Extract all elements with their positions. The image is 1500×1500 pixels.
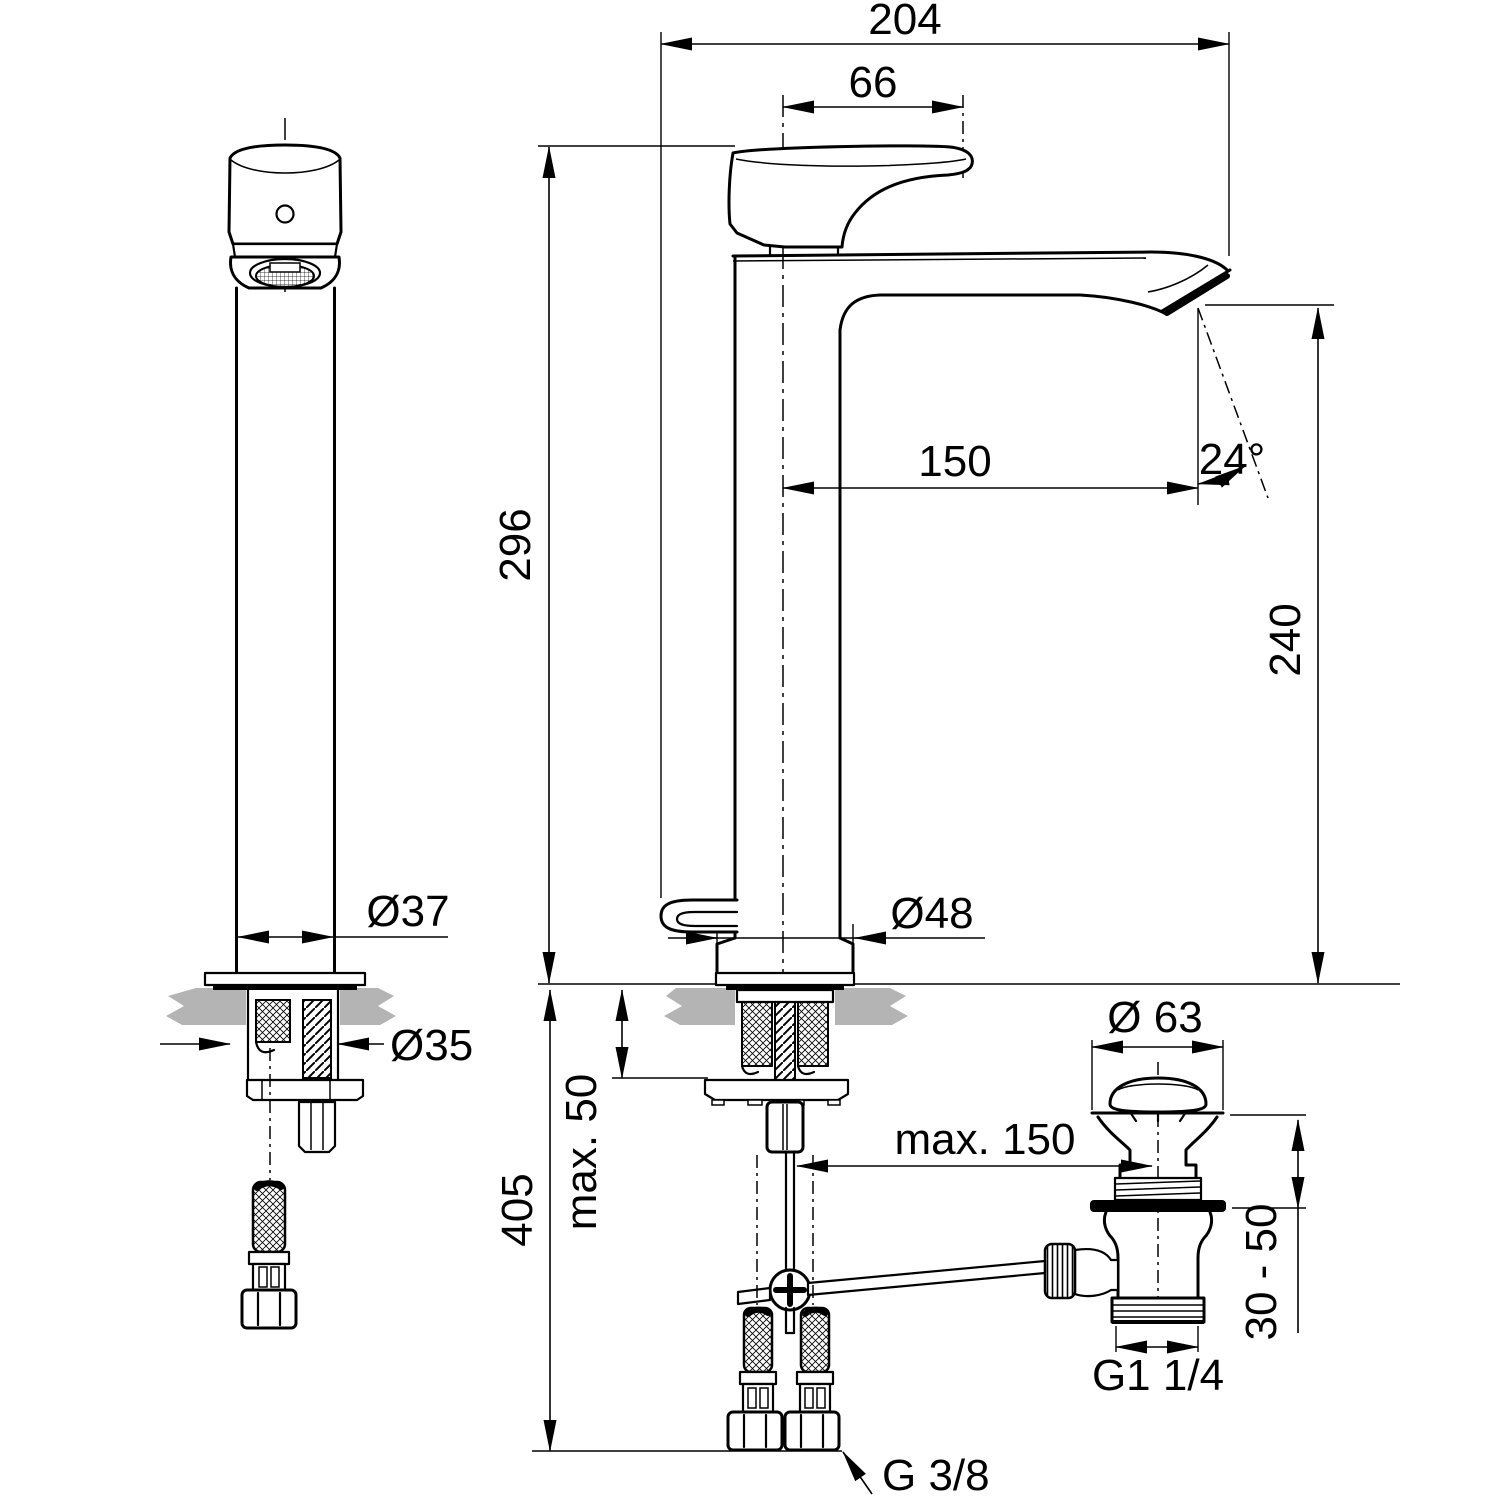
- mounting-washer-front: [245, 1078, 365, 1102]
- handle-indicator-dot: [275, 204, 295, 224]
- dim-overall-height-label: 405: [493, 1173, 542, 1246]
- front-view: [203, 118, 367, 1330]
- supply-hose-right: [783, 1306, 841, 1452]
- dim-body-diameter-label: Ø37: [366, 887, 449, 936]
- handle-lowered-position: [659, 898, 739, 934]
- dim-base-diameter-label: Ø48: [890, 889, 973, 938]
- mounting-washer-side: [703, 1078, 850, 1102]
- pop-up-linkage-rod: [806, 1259, 1047, 1297]
- dim-spout-angle-label: 24°: [1199, 435, 1266, 484]
- rod-clamp-housing: [1073, 1248, 1120, 1298]
- dim-waste-cap-diameter-label: Ø 63: [1107, 993, 1202, 1042]
- hose-cross-section: [255, 999, 291, 1043]
- dim-waste-adjust-range-label: 30 - 50: [1237, 1204, 1286, 1341]
- mounting-nut-side: [765, 1100, 805, 1154]
- waste-cap: [1108, 1076, 1208, 1114]
- dim-max-deck-thickness-label: max. 50: [557, 1074, 606, 1231]
- dim-handle-length-label: 66: [849, 58, 898, 107]
- waste-outlet-thread: [1110, 1296, 1206, 1324]
- dim-total-length-label: 204: [868, 0, 941, 44]
- dim-supply-thread-label: G 3/8: [882, 1451, 990, 1500]
- handle-front: [227, 143, 343, 246]
- dim-max-rod-length-label: max. 150: [895, 1115, 1076, 1164]
- dim-outlet-height-label: 240: [1261, 603, 1310, 676]
- dim-spout-reach-label: 150: [918, 437, 991, 486]
- hose-in-shank-left: [741, 1001, 773, 1067]
- base-flange-side: [714, 971, 856, 987]
- dim-waste-thread-label: G1 1/4: [1092, 1351, 1224, 1400]
- hose-in-shank-right: [797, 1001, 829, 1067]
- mounting-nut-front: [297, 1100, 337, 1154]
- dim-height-above-deck-label: 296: [491, 508, 540, 581]
- supply-hose-left: [726, 1306, 784, 1452]
- threaded-stud-side: [774, 1001, 796, 1081]
- dimension-lines: [160, 32, 1400, 1495]
- threaded-stud: [302, 999, 332, 1079]
- side-view: [659, 144, 1232, 1452]
- handle-side: [727, 144, 974, 249]
- waste-drain-detail: [1043, 1076, 1226, 1324]
- knurled-clamp-nut: [1043, 1242, 1077, 1300]
- dimension-labels: 204 66 296 150 24° 240 Ø37 Ø48 Ø35 max. …: [366, 0, 1310, 1500]
- dim-shank-diameter-label: Ø35: [390, 1021, 473, 1070]
- supply-hose-front: [240, 1180, 298, 1330]
- base-flange-front: [203, 971, 367, 987]
